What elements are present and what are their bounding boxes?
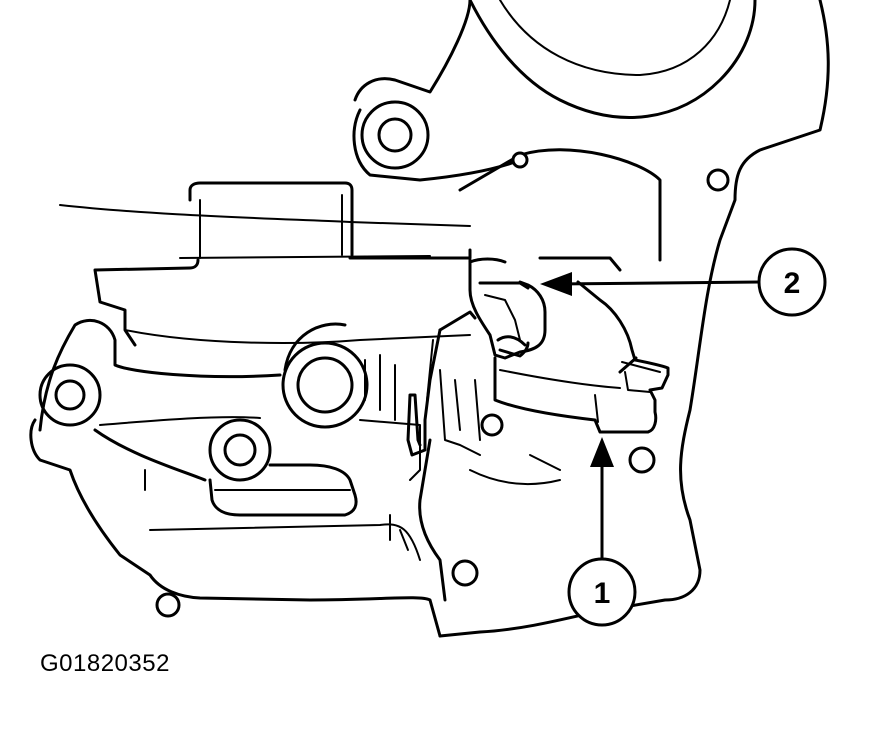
figure-id-label: G01820352 bbox=[40, 650, 170, 677]
right-bolt-holes bbox=[155, 446, 656, 618]
callout-1: 1 bbox=[567, 437, 637, 627]
callout-2-number: 2 bbox=[784, 267, 801, 300]
callout-2-arrowhead bbox=[540, 272, 572, 296]
channel-ribs bbox=[59, 181, 622, 347]
detent-spring-component bbox=[406, 257, 547, 457]
left-bosses bbox=[38, 319, 421, 561]
upper-bosses bbox=[352, 100, 730, 262]
callout-1-number: 1 bbox=[594, 577, 611, 610]
callout-2: 2 bbox=[540, 247, 827, 317]
center-web bbox=[359, 354, 561, 602]
detent-lever-component bbox=[493, 280, 670, 434]
callout-1-arrowhead bbox=[590, 437, 614, 467]
